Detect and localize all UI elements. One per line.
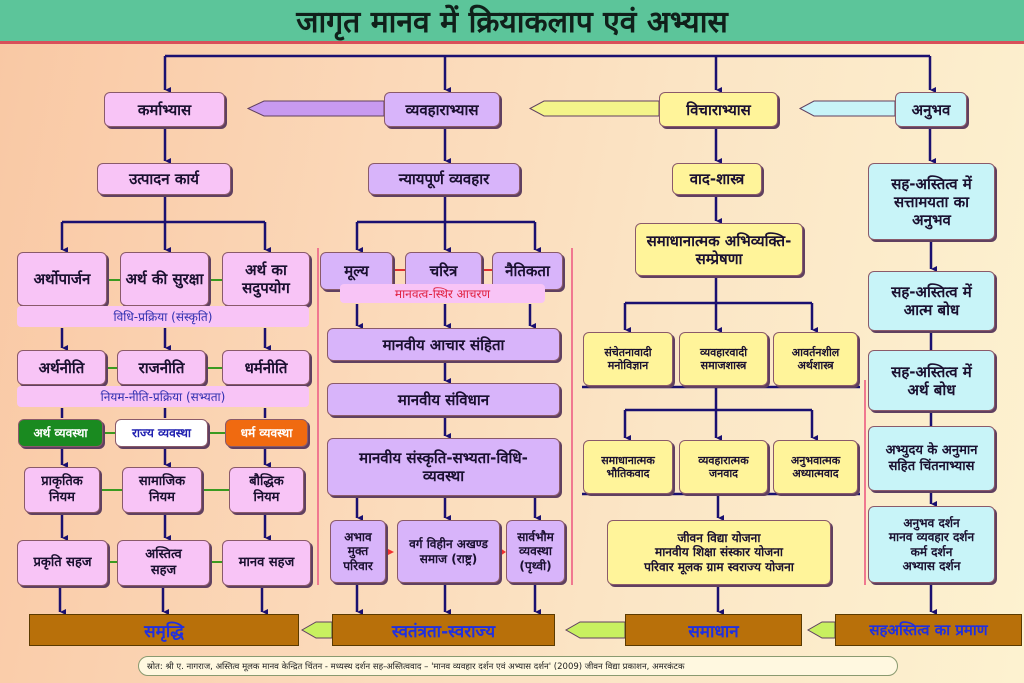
vyavaharabhyas-box: व्यवहाराभ्यास [384,92,500,127]
praman-bar: सहअस्तित्व का प्रमाण [835,614,1022,646]
arth-bodh-box: सह-अस्तित्व में अर्थ बोध [868,350,995,411]
yojana-item: मानवीय शिक्षा संस्कार योजना [655,545,783,560]
col1-r2-box: धर्मनीति [222,350,310,385]
vidhi-prakriya-band: विधि-प्रक्रिया (संस्कृति) [17,306,309,327]
rajya-vyavastha-box: राज्य व्यवस्था [115,419,208,447]
yojana-item: परिवार मूलक ग्राम स्वराज्य योजना [644,559,794,574]
yojana-item: जीवन विद्या योजना [677,530,761,545]
darshan-item: कर्म दर्शन [910,544,953,559]
karmabhyas-box: कर्माभ्यास [104,92,225,127]
utpadan-karya-box: उत्पादन कार्य [97,163,231,195]
dharm-vyavastha-box: धर्म व्यवस्था [225,419,308,447]
nyaypurn-vyavahar-box: न्यायपूर्ण व्यवहार [368,163,520,195]
col1-r4-box: बौद्धिक नियम [229,467,304,513]
col3-r1-box: आवर्तनशील अर्थशास्त्र [773,332,858,386]
swarajya-bar: स्वतंत्रता-स्वराज्य [332,614,555,646]
abhivyakti-box: समाधानात्मक अभिव्यक्ति-सम्प्रेषणा [635,223,803,276]
niyam-niti-band: नियम-नीति-प्रक्रिया (सभ्यता) [17,386,309,407]
samadhan-bar: समाधान [625,614,802,646]
achar-sanhita-box: मानवीय आचार संहिता [327,328,560,361]
darshan-item: अभ्यास दर्शन [902,558,961,573]
col3-r2-box: व्यवहारात्मक जनवाद [679,440,768,494]
col1-r5-box: प्रकृति सहज [17,540,108,586]
naitikta-box: नैतिकता [492,252,563,290]
vicharabhyas-box: विचाराभ्यास [659,92,778,127]
source-citation: स्रोत: श्री ए. नागराज, अस्तित्व मूलक मान… [138,656,898,676]
sattamayata-box: सह-अस्तित्व में सत्तामयता का अनुभव [868,163,995,240]
col3-r2-box: समाधानात्मक भौतिकवाद [583,440,673,494]
col1-r1-box: अर्थ की सुरक्षा [120,252,209,306]
col3-r1-box: व्यवहारवादी समाजशास्त्र [679,332,768,386]
prithvi-box: सार्वभौम व्यवस्था (पृथ्वी) [506,520,565,583]
col1-r1-box: अर्थ का सदुपयोग [222,252,310,306]
col1-r2-box: राजनीति [117,350,206,385]
darshan-item: अनुभव दर्शन [903,515,960,530]
col1-r5-box: अस्तित्व सहज [117,540,210,586]
chintanabhyas-box: अभ्युदय के अनुमान सहित चिंतनाभ्यास [868,426,995,491]
atma-bodh-box: सह-अस्तित्व में आत्म बोध [868,271,995,331]
arth-vyavastha-box: अर्थ व्यवस्था [18,419,103,447]
parivar-box: अभाव मुक्त परिवार [330,520,386,583]
sanskriti-box: मानवीय संस्कृति-सभ्यता-विधि-व्यवस्था [327,438,560,496]
col1-r1-box: अर्थोपार्जन [17,252,107,306]
darshan-item: मानव व्यवहार दर्शन [888,530,975,545]
col1-r4-box: प्राकृतिक नियम [24,467,100,513]
anubhav-box: अनुभव [895,92,967,127]
col1-r2-box: अर्थनीति [17,350,106,385]
samvidhan-box: मानवीय संविधान [327,383,560,416]
col3-r2-box: अनुभवात्मक अध्यात्मवाद [773,440,858,494]
manavatva-band: मानवत्व-स्थिर आचरण [340,284,545,303]
col1-r5-box: मानव सहज [222,540,311,586]
mulya-box: मूल्य [320,252,393,290]
darshan-box: अनुभव दर्शन मानव व्यवहार दर्शन कर्म दर्श… [868,506,995,583]
vad-shastra-box: वाद-शास्त्र [672,163,762,195]
samaj-box: वर्ग विहीन अखण्ड समाज (राष्ट्र) [397,520,500,583]
col1-r4-box: सामाजिक नियम [122,467,202,513]
col3-r1-box: संचेतनावादी मनोविज्ञान [583,332,673,386]
samriddhi-bar: समृद्धि [29,614,299,646]
page-title: जागृत मानव में क्रियाकलाप एवं अभ्यास [0,0,1024,44]
yojana-box: जीवन विद्या योजना मानवीय शिक्षा संस्कार … [607,520,831,585]
